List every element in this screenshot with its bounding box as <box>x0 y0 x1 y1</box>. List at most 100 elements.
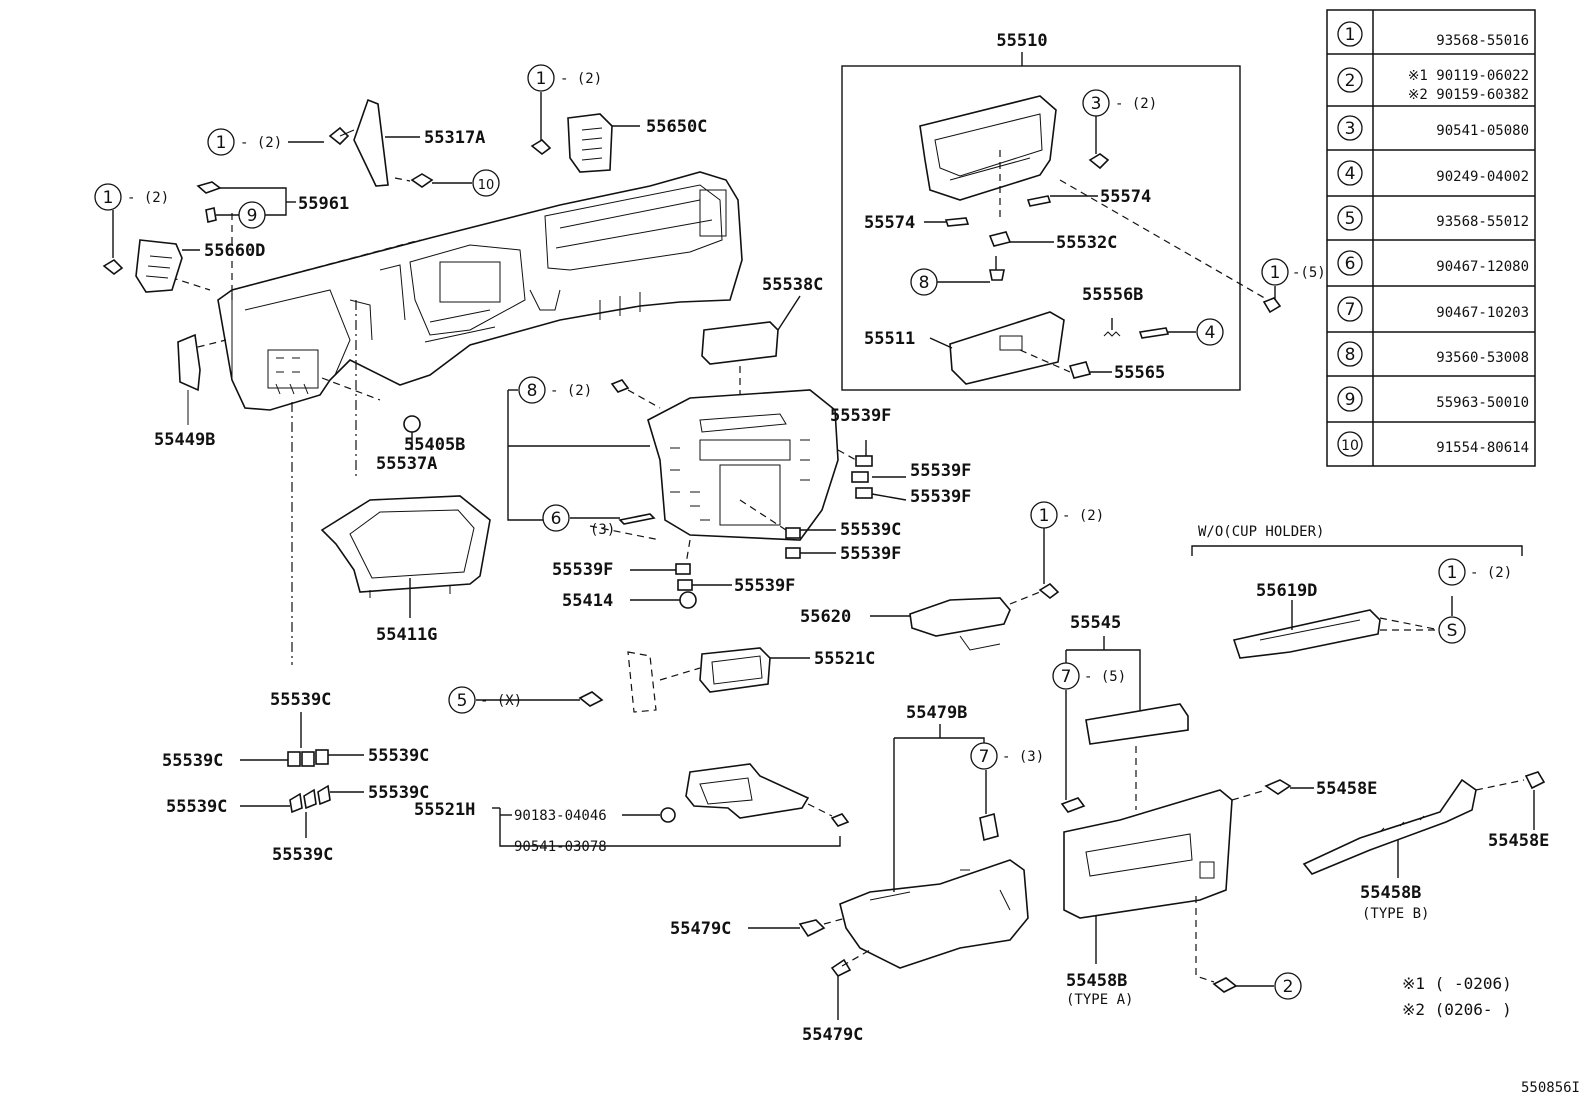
part-label-90183-04046: 90183-04046 <box>514 808 607 824</box>
callout-5: 5 <box>457 691 468 711</box>
callout-9: 9 <box>247 206 258 226</box>
callout-qty: - (2) <box>240 135 282 151</box>
table-row: 3 90541-05080 <box>1337 115 1529 141</box>
part-label-55539F: 55539F <box>910 487 971 507</box>
callout-1: 1 <box>1039 506 1050 526</box>
table-part-number: 91554-80614 <box>1436 440 1529 456</box>
callout-qty: - (2) <box>550 383 592 399</box>
part-label-55660D: 55660D <box>204 241 265 261</box>
table-part-number: ※1 90119-06022 <box>1408 68 1529 84</box>
table-row: 8 93560-53008 <box>1337 341 1529 367</box>
table-callout-number: 8 <box>1345 345 1356 365</box>
instrument-panel-drawing <box>217 171 743 411</box>
part-label-55458B-type-a: 55458B <box>1066 971 1127 991</box>
table-part-number: 93568-55016 <box>1436 33 1529 49</box>
callout-8: 8 <box>919 273 930 293</box>
part-label-55458E: 55458E <box>1316 779 1377 799</box>
part-label-55539F: 55539F <box>840 544 901 564</box>
callout-qty: - (X) <box>480 693 522 709</box>
callout-qty: - (2) <box>1062 508 1104 524</box>
table-row: 9 55963-50010 <box>1337 386 1529 412</box>
callout-4: 4 <box>1205 323 1216 343</box>
part-label-55411G: 55411G <box>376 625 437 645</box>
part-type-label: (TYPE B) <box>1362 906 1429 922</box>
part-label-55414: 55414 <box>562 591 613 611</box>
part-label-55479C: 55479C <box>802 1025 863 1045</box>
part-label-55521H: 55521H <box>414 800 475 820</box>
part-label-55539C: 55539C <box>270 690 331 710</box>
part-label-55538C: 55538C <box>762 275 823 295</box>
part-label-55539F: 55539F <box>552 560 613 580</box>
part-label-55961: 55961 <box>298 194 349 214</box>
callout-7: 7 <box>1061 667 1072 687</box>
table-part-number: 90249-04002 <box>1436 169 1529 185</box>
part-label-55510: 55510 <box>996 31 1047 51</box>
part-label-55511: 55511 <box>864 329 915 349</box>
part-label-55532C: 55532C <box>1056 233 1117 253</box>
table-row: 2 ※1 90119-06022 ※2 90159-60382 <box>1337 67 1529 103</box>
assembly-box-55510 <box>841 65 1241 391</box>
table-row: 10 91554-80614 <box>1337 431 1529 457</box>
part-label-55537A: 55537A <box>376 454 437 474</box>
part-label-55479C: 55479C <box>670 919 731 939</box>
part-label-55539F: 55539F <box>830 406 891 426</box>
table-callout-number: 1 <box>1345 25 1356 45</box>
part-label-55539C: 55539C <box>272 845 333 865</box>
table-callout-number: 6 <box>1345 254 1356 274</box>
table-callout-number: 5 <box>1345 209 1356 229</box>
table-callout-number: 10 <box>1341 438 1359 454</box>
table-part-number: 90541-05080 <box>1436 123 1529 139</box>
callout-qty: -(5) <box>1292 265 1326 281</box>
callout-qty: - (2) <box>127 190 169 206</box>
part-label-55650C: 55650C <box>646 117 707 137</box>
callout-7: 7 <box>979 747 990 767</box>
parts-table: 1 93568-55016 2 ※1 90119-06022 ※2 90159-… <box>1326 9 1536 467</box>
part-label-55574: 55574 <box>864 213 915 233</box>
table-row: 6 90467-12080 <box>1337 250 1529 276</box>
footnote-1: ※1 ( -0206) <box>1402 974 1512 993</box>
table-row: 4 90249-04002 <box>1337 160 1529 186</box>
part-label-55620: 55620 <box>800 607 851 627</box>
table-row: 1 93568-55016 <box>1337 21 1529 49</box>
part-label-55545: 55545 <box>1070 613 1121 633</box>
table-row: 7 90467-10203 <box>1337 296 1529 322</box>
table-callout-number: 2 <box>1345 71 1356 91</box>
table-part-number: 55963-50010 <box>1436 395 1529 411</box>
callout-1: 1 <box>1270 263 1281 283</box>
footnote-2: ※2 (0206- ) <box>1402 1000 1512 1019</box>
callout-10: 10 <box>478 178 495 193</box>
table-row: 5 93568-55012 <box>1337 205 1529 231</box>
part-label-55565: 55565 <box>1114 363 1165 383</box>
part-label-55521C: 55521C <box>814 649 875 669</box>
callout-qty: - (3) <box>1002 749 1044 765</box>
part-label-55479B: 55479B <box>906 703 967 723</box>
table-part-number: 90467-10203 <box>1436 305 1529 321</box>
part-label-55539C: 55539C <box>368 783 429 803</box>
part-label-55317A: 55317A <box>424 128 485 148</box>
part-label-55539F: 55539F <box>734 576 795 596</box>
part-label-55539C: 55539C <box>368 746 429 766</box>
callout-qty: - (5) <box>1084 669 1126 685</box>
part-label-55449B: 55449B <box>154 430 215 450</box>
callout-qty: - (2) <box>1470 565 1512 581</box>
callout-1: 1 <box>103 188 114 208</box>
callout-qty: - (2) <box>560 71 602 87</box>
callout-1: 1 <box>216 133 227 153</box>
part-label-55556B: 55556B <box>1082 285 1143 305</box>
callout-3: 3 <box>1091 94 1102 114</box>
part-label-55539F: 55539F <box>910 461 971 481</box>
section-title-wo-cup-holder: W/O(CUP HOLDER) <box>1198 524 1324 540</box>
part-label-55458E: 55458E <box>1488 831 1549 851</box>
callout-1: 1 <box>1447 563 1458 583</box>
callout-1: 1 <box>536 69 547 89</box>
part-label-55539C: 55539C <box>166 797 227 817</box>
table-part-number: 93560-53008 <box>1436 350 1529 366</box>
part-label-55405B: 55405B <box>404 435 465 455</box>
callout-2: 2 <box>1283 977 1294 997</box>
table-callout-number: 4 <box>1345 164 1356 184</box>
part-type-label: (TYPE A) <box>1066 992 1133 1008</box>
part-label-90541-03078: 90541-03078 <box>514 839 607 855</box>
part-label-55539C: 55539C <box>840 520 901 540</box>
table-callout-number: 3 <box>1345 119 1356 139</box>
